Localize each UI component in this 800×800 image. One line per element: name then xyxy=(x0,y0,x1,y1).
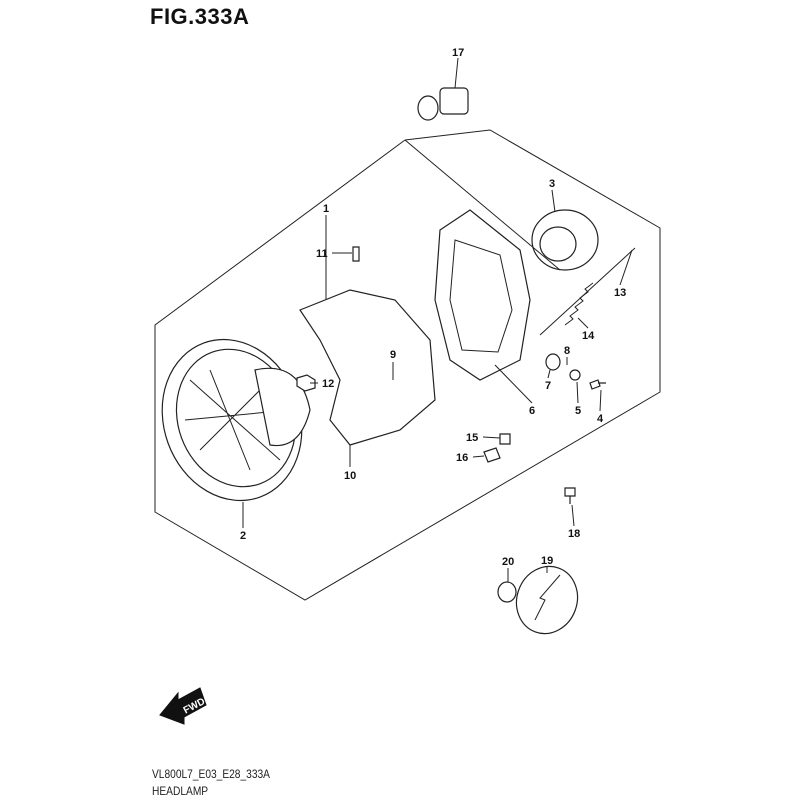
leader-lines xyxy=(242,57,633,582)
headlamp-bracket xyxy=(299,289,436,446)
screw-18 xyxy=(564,487,576,504)
housing-frame xyxy=(434,209,531,381)
callout-18: 18 xyxy=(568,528,580,540)
figure-title: FIG.333A xyxy=(150,4,250,29)
screw-11 xyxy=(352,246,360,262)
grommet xyxy=(497,581,517,603)
callout-6: 6 xyxy=(529,405,535,417)
diagram-code: VL800L7_E03_E28_333A xyxy=(152,767,270,781)
fwd-arrow-icon: FWD xyxy=(159,687,207,725)
diagram-name: HEADLAMP xyxy=(152,784,209,798)
assembly-outline xyxy=(154,129,661,601)
nut-12 xyxy=(296,374,316,392)
callout-16: 16 xyxy=(456,452,468,464)
bolt xyxy=(589,379,606,390)
callout-7: 7 xyxy=(545,380,551,392)
callout-2: 2 xyxy=(240,530,246,542)
pin-16 xyxy=(483,447,501,463)
callout-19: 19 xyxy=(541,555,553,567)
callout-5: 5 xyxy=(575,405,581,417)
callout-15: 15 xyxy=(466,432,478,444)
callout-1: 1 xyxy=(323,203,329,215)
emblem xyxy=(515,565,579,635)
callout-11: 11 xyxy=(316,248,328,260)
callout-10: 10 xyxy=(344,470,356,482)
spring xyxy=(564,282,594,326)
callout-17: 17 xyxy=(452,47,464,59)
callout-12: 12 xyxy=(322,378,334,390)
callout-8: 8 xyxy=(564,345,570,357)
bulb xyxy=(417,87,469,121)
callout-9: 9 xyxy=(390,349,396,361)
washer xyxy=(569,369,581,381)
clip-15 xyxy=(499,433,511,445)
callout-3: 3 xyxy=(549,178,555,190)
callout-4: 4 xyxy=(597,413,604,425)
nut xyxy=(545,353,561,371)
socket-cover xyxy=(531,209,599,271)
callout-14: 14 xyxy=(582,330,595,342)
callout-20: 20 xyxy=(502,556,514,568)
headlamp-unit xyxy=(161,338,311,502)
callout-13: 13 xyxy=(614,287,626,299)
